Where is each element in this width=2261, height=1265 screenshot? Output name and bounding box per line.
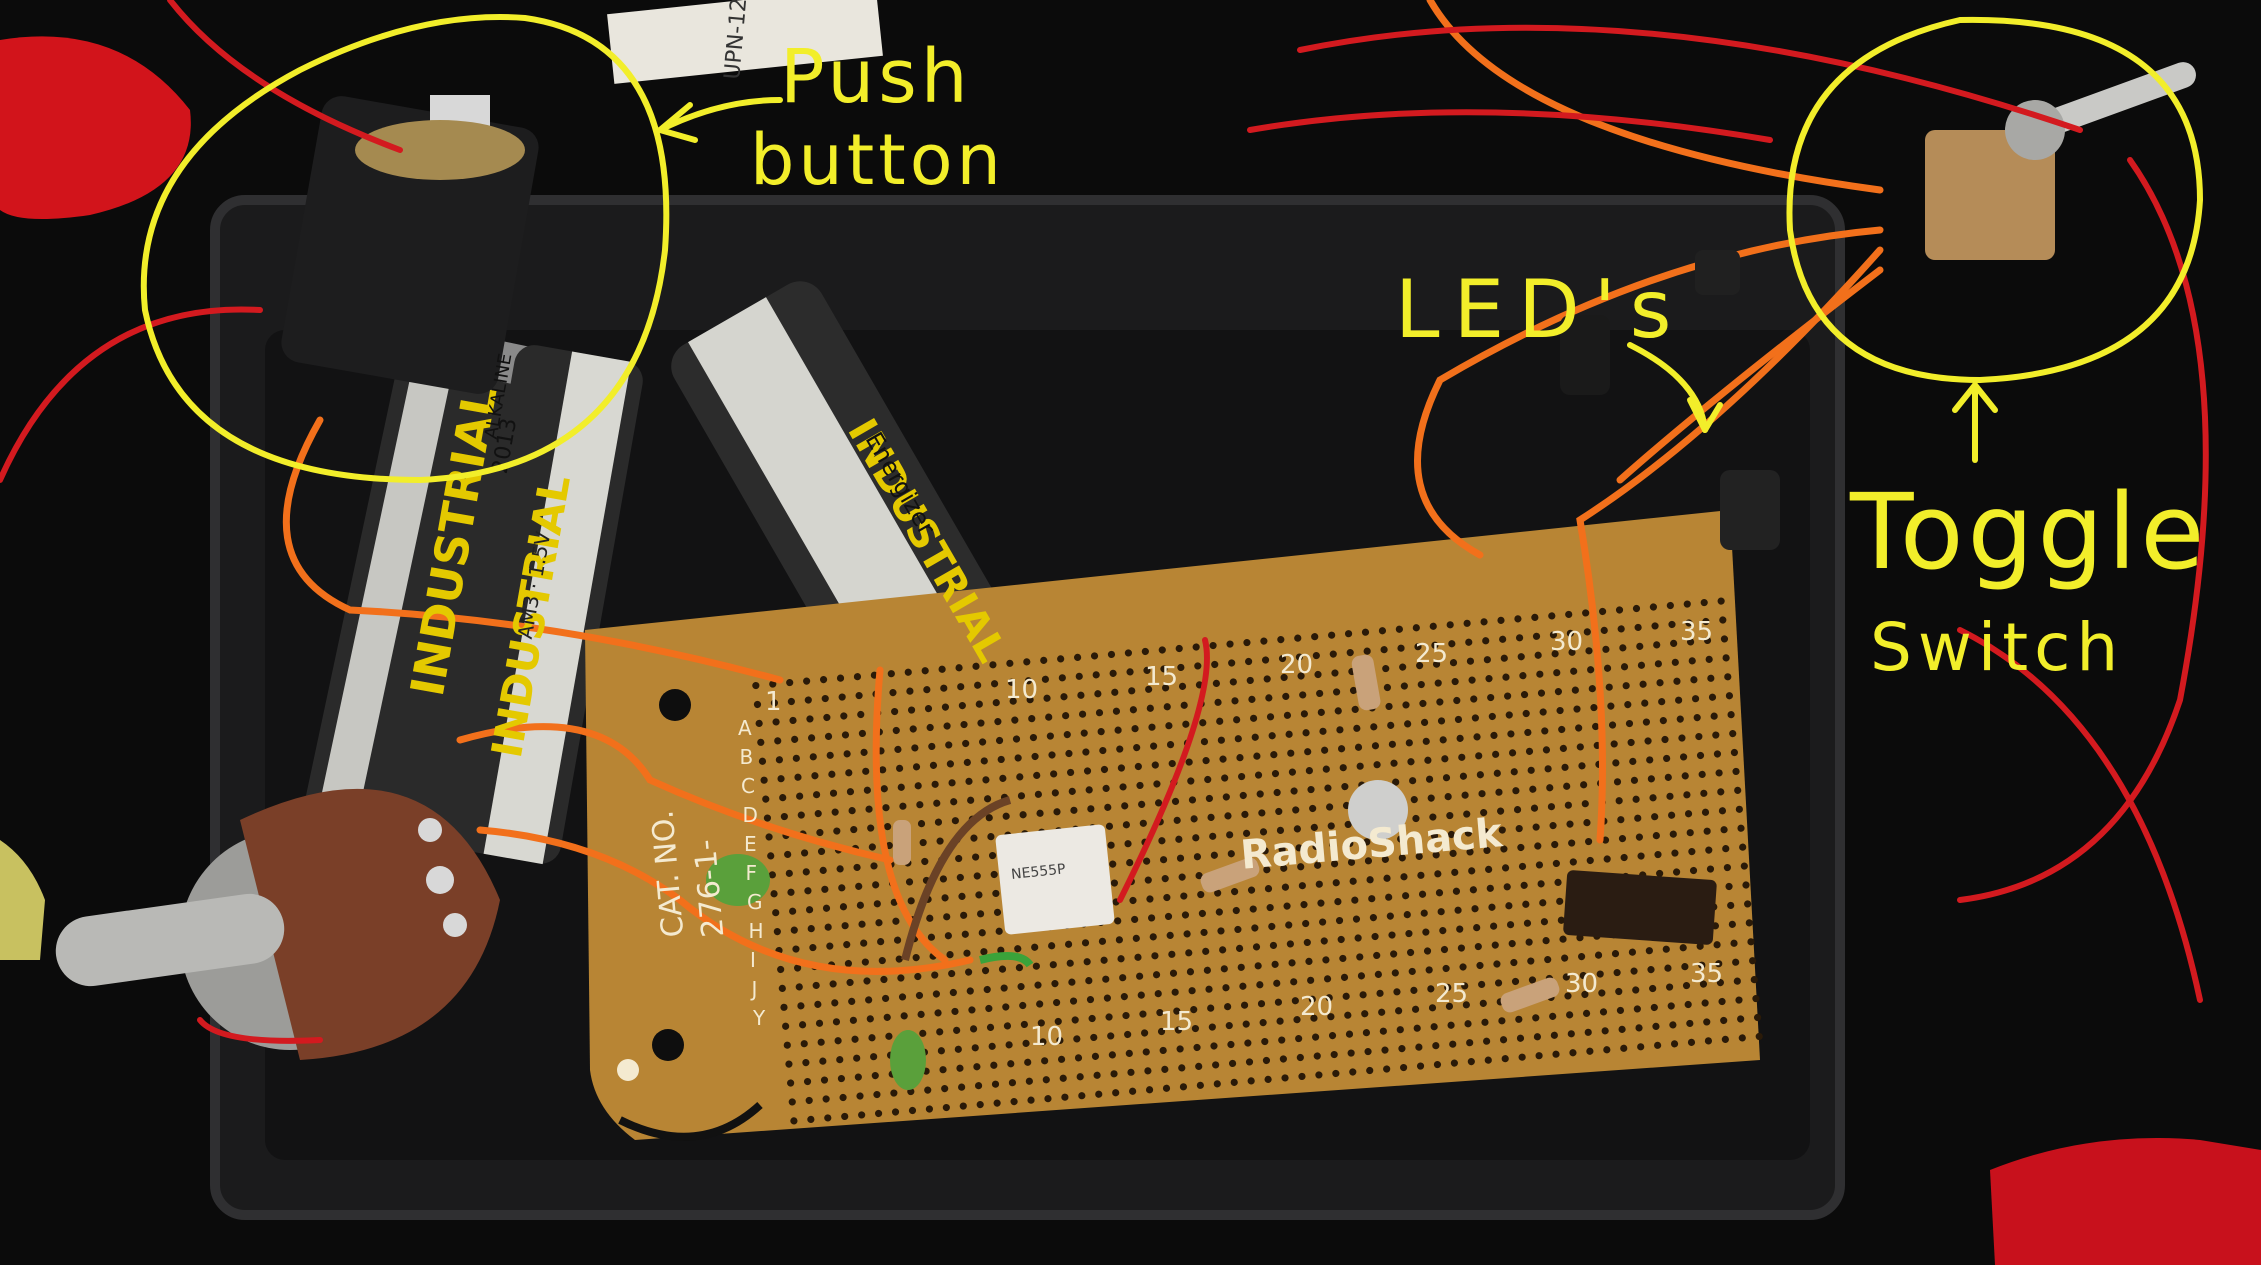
orange-wires: [282, 0, 1884, 975]
col-top-1: 1: [765, 687, 782, 717]
row-A: A: [738, 716, 752, 740]
red-clip-bottom-right: [1990, 1138, 2261, 1265]
col-top-25: 25: [1415, 639, 1448, 669]
brown-wire: [901, 796, 1012, 961]
row-I: I: [750, 948, 756, 972]
red-clip-top-left: [0, 36, 191, 220]
green-capacitor-2: [890, 1030, 926, 1090]
transistor: [1348, 780, 1408, 840]
row-G: G: [747, 890, 763, 914]
pcb-column-numbers-top: 1 10 15 20 25 30 35: [765, 617, 1713, 717]
col-bottom-25: 25: [1435, 979, 1468, 1009]
toggle-switch-circle: [1786, 16, 2204, 384]
pcb-column-numbers-bottom: 10 15 20 25 30 35: [1030, 959, 1723, 1052]
col-bottom-35: 35: [1690, 959, 1723, 989]
push-button-part: [281, 95, 539, 394]
annotation-leds: LED's: [1395, 263, 1686, 356]
row-E: E: [744, 832, 757, 856]
col-top-15: 15: [1145, 662, 1178, 692]
potentiometer: [55, 788, 500, 1060]
push-button-arrow: [657, 97, 783, 133]
annotation-marks: [140, 14, 2204, 484]
row-C: C: [741, 774, 755, 798]
col-top-35: 35: [1680, 617, 1713, 647]
red-tape-left: [0, 840, 45, 960]
black-component: [1563, 870, 1717, 945]
leds: [1560, 250, 1780, 550]
col-top-30: 30: [1550, 627, 1583, 657]
leds-arrow: [1627, 342, 1708, 433]
col-bottom-20: 20: [1300, 992, 1333, 1022]
black-wire: [618, 1102, 763, 1141]
push-button-circle: [140, 14, 670, 484]
col-bottom-15: 15: [1160, 1007, 1193, 1037]
ne555-chip: NE555P: [995, 824, 1115, 935]
row-Y: Y: [752, 1006, 766, 1030]
chip-label: NE555P: [1010, 861, 1066, 883]
annotation-push: Push: [780, 34, 972, 120]
row-J: J: [750, 977, 758, 1001]
row-D: D: [743, 803, 758, 827]
green-capacitor-1: [706, 854, 770, 906]
pcb-cat-no-value: 276-1-: [688, 838, 731, 939]
row-F: F: [746, 861, 758, 885]
row-H: H: [749, 919, 764, 943]
row-B: B: [740, 745, 754, 769]
col-top-10: 10: [1005, 675, 1038, 705]
col-top-20: 20: [1280, 650, 1313, 680]
annotation-button: button: [750, 119, 1005, 201]
col-bottom-30: 30: [1565, 969, 1598, 999]
annotation-switch: Switch: [1870, 609, 2125, 686]
white-box-top: [607, 0, 883, 84]
green-wire: [979, 952, 1034, 968]
resistors: [893, 654, 1560, 1013]
annotation-toggle: Toggle: [1850, 471, 2209, 593]
col-bottom-10: 10: [1030, 1022, 1063, 1052]
